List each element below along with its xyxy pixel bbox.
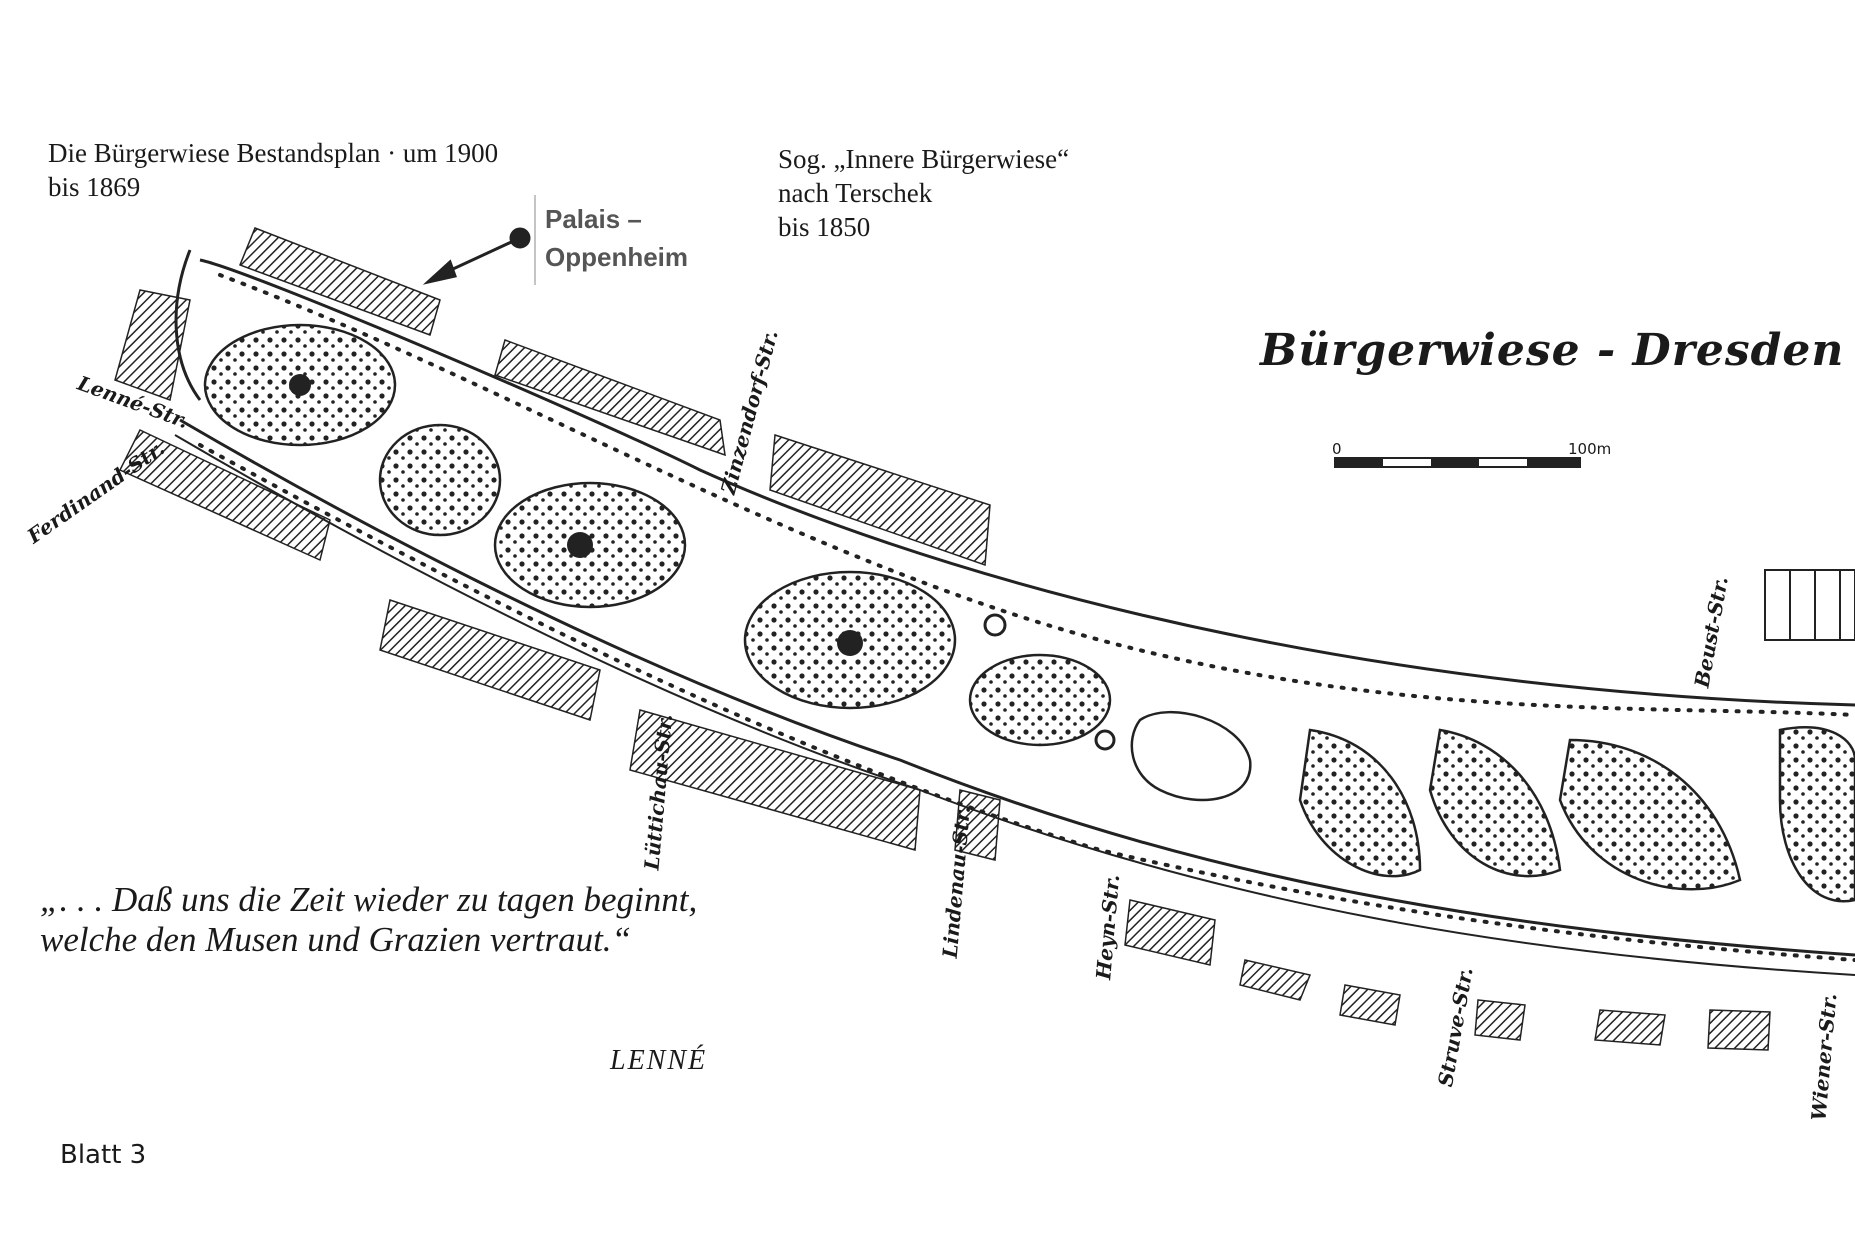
innere-caption-line1: Sog. „Innere Bürgerwiese“ [778,144,1070,174]
palais-arrow [422,195,536,285]
map-title: Bürgerwiese - Dresden [1260,325,1845,376]
garden-beds [203,323,1855,903]
bestandsplan-caption-line1: Die Bürgerwiese Bestandsplan · um 1900 [48,138,499,168]
lenne-quote: „. . . Daß uns die Zeit wieder zu tagen … [40,880,697,960]
bestandsplan-caption: Die Bürgerwiese Bestandsplan · um 1900 b… [48,136,498,204]
sheet-label: Blatt 3 [60,1140,147,1170]
innere-buergerwiese-caption: Sog. „Innere Bürgerwiese“ nach Terschek … [778,142,1069,244]
bestandsplan-caption-line2: bis 1869 [48,172,141,202]
scale-start-label: 0 [1332,440,1342,458]
innere-caption-line3: bis 1850 [778,212,871,242]
quote-line1: „. . . Daß uns die Zeit wieder zu tagen … [40,880,698,919]
building-blocks [114,227,1771,1051]
grid-block [1764,569,1855,641]
palais-label-line2: Oppenheim [545,242,689,272]
scale-end-label: 100m [1568,440,1612,458]
scale-bar [1334,457,1581,468]
quote-author: LENNÉ [610,1045,708,1076]
palais-label-line1: Palais – [545,204,642,234]
palais-oppenheim-label: Palais – Oppenheim [545,200,688,276]
quote-line2: welche den Musen und Grazien vertraut.“ [40,920,632,959]
innere-caption-line2: nach Terschek [778,178,933,208]
tree-rows [198,273,1855,962]
fountains [289,374,1116,751]
